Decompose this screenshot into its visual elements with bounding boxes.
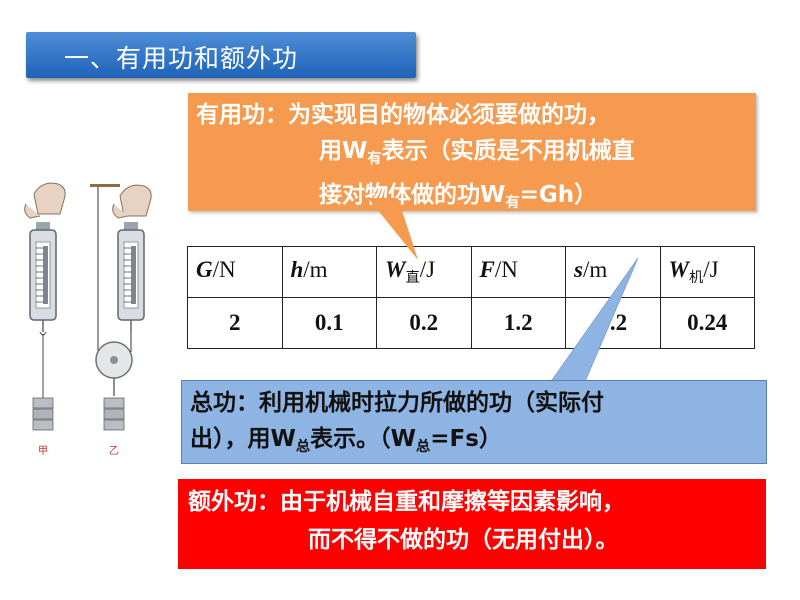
table-cell: 0.2 xyxy=(376,297,472,349)
table-row: 2 0.1 0.2 1.2 0.2 0.24 xyxy=(187,297,755,349)
table-header-cell: W机/J xyxy=(659,246,755,298)
useful-work-line-2: 用W有表示（实质是不用机械直 xyxy=(196,133,750,177)
total-work-line-2-a: 出），用W xyxy=(190,426,296,452)
table-header-cell: F/N xyxy=(470,246,566,298)
total-work-line-2-sub-1: 总 xyxy=(295,438,311,455)
header-subscript: 机 xyxy=(688,269,704,286)
section-title-bar: 一、有用功和额外功 xyxy=(26,32,416,78)
useful-work-line-2-sub: 有 xyxy=(367,150,382,167)
useful-work-line-2-prefix: 用W xyxy=(319,138,368,164)
useful-work-line-3: 接对物体做的功W有=Gh） xyxy=(196,177,750,221)
useful-work-line-3-prefix: 接对物体做的功W xyxy=(319,181,506,208)
spring-scale-illustration: 甲 乙 xyxy=(24,182,152,457)
table-cell: 2 xyxy=(187,297,283,349)
table-header-cell: W直/J xyxy=(376,246,472,298)
header-unit: /m xyxy=(303,257,328,282)
header-unit: /N xyxy=(494,257,518,282)
header-unit: /J xyxy=(419,257,436,282)
total-work-box: 总功：利用机械时拉力所做的功（实际付 出），用W总表示。（W总=Fs） xyxy=(181,380,767,464)
header-symbol: G xyxy=(196,257,213,282)
total-work-line-2-b: 表示。（W xyxy=(310,426,417,452)
header-unit: /N xyxy=(212,257,236,282)
header-symbol: F xyxy=(479,257,495,282)
table-header-cell: s/m xyxy=(565,246,661,298)
header-symbol: W xyxy=(668,257,689,282)
total-work-line-1: 总功：利用机械时拉力所做的功（实际付 xyxy=(190,390,604,416)
total-work-line-2: 出），用W总表示。（W总=Fs） xyxy=(190,421,758,465)
extra-work-box: 额外功：由于机械自重和摩擦等因素影响， 而不得不做的功（无用付出）。 xyxy=(178,479,766,569)
total-work-line-2-c: =Fs） xyxy=(430,426,502,452)
header-unit: /m xyxy=(582,257,608,282)
extra-work-line-1: 额外功：由于机械自重和摩擦等因素影响， xyxy=(188,489,625,515)
spring-scale-right xyxy=(90,184,152,431)
section-title: 一、有用功和额外功 xyxy=(64,44,299,73)
table-header-cell: G/N xyxy=(187,246,283,298)
figure-label-right: 乙 xyxy=(109,445,119,457)
work-data-table: G/N h/m W直/J F/N s/m W机/J 2 0.1 0.2 1.2 … xyxy=(187,246,755,349)
total-callout-pointer xyxy=(551,258,639,384)
table-cell: 1.2 xyxy=(470,297,566,349)
header-symbol: h xyxy=(290,257,304,282)
extra-work-line-2: 而不得不做的功（无用付出）。 xyxy=(308,527,619,553)
useful-work-line-2-suffix: 表示（实质是不用机械直 xyxy=(381,138,635,164)
header-subscript: 直 xyxy=(405,269,420,286)
useful-work-line-3-sub: 有 xyxy=(505,194,520,211)
table-cell: 0.24 xyxy=(659,297,755,349)
spring-scale-left xyxy=(24,182,66,431)
total-work-line-2-sub-2: 总 xyxy=(416,438,431,455)
useful-work-line-1: 有用功：为实现目的物体必须要做的功， xyxy=(196,102,610,128)
header-unit: /J xyxy=(703,257,719,282)
useful-callout-pointer xyxy=(368,198,418,260)
header-symbol: s xyxy=(574,257,583,282)
table-cell: 0.1 xyxy=(281,297,377,349)
useful-work-line-3-suffix: =Gh） xyxy=(519,181,598,208)
header-symbol: W xyxy=(385,257,406,282)
figure-label-left: 甲 xyxy=(38,446,48,457)
table-header-row: G/N h/m W直/J F/N s/m W机/J xyxy=(187,246,755,298)
useful-work-box: 有用功：为实现目的物体必须要做的功， 用W有表示（实质是不用机械直 接对物体做的… xyxy=(188,93,756,211)
